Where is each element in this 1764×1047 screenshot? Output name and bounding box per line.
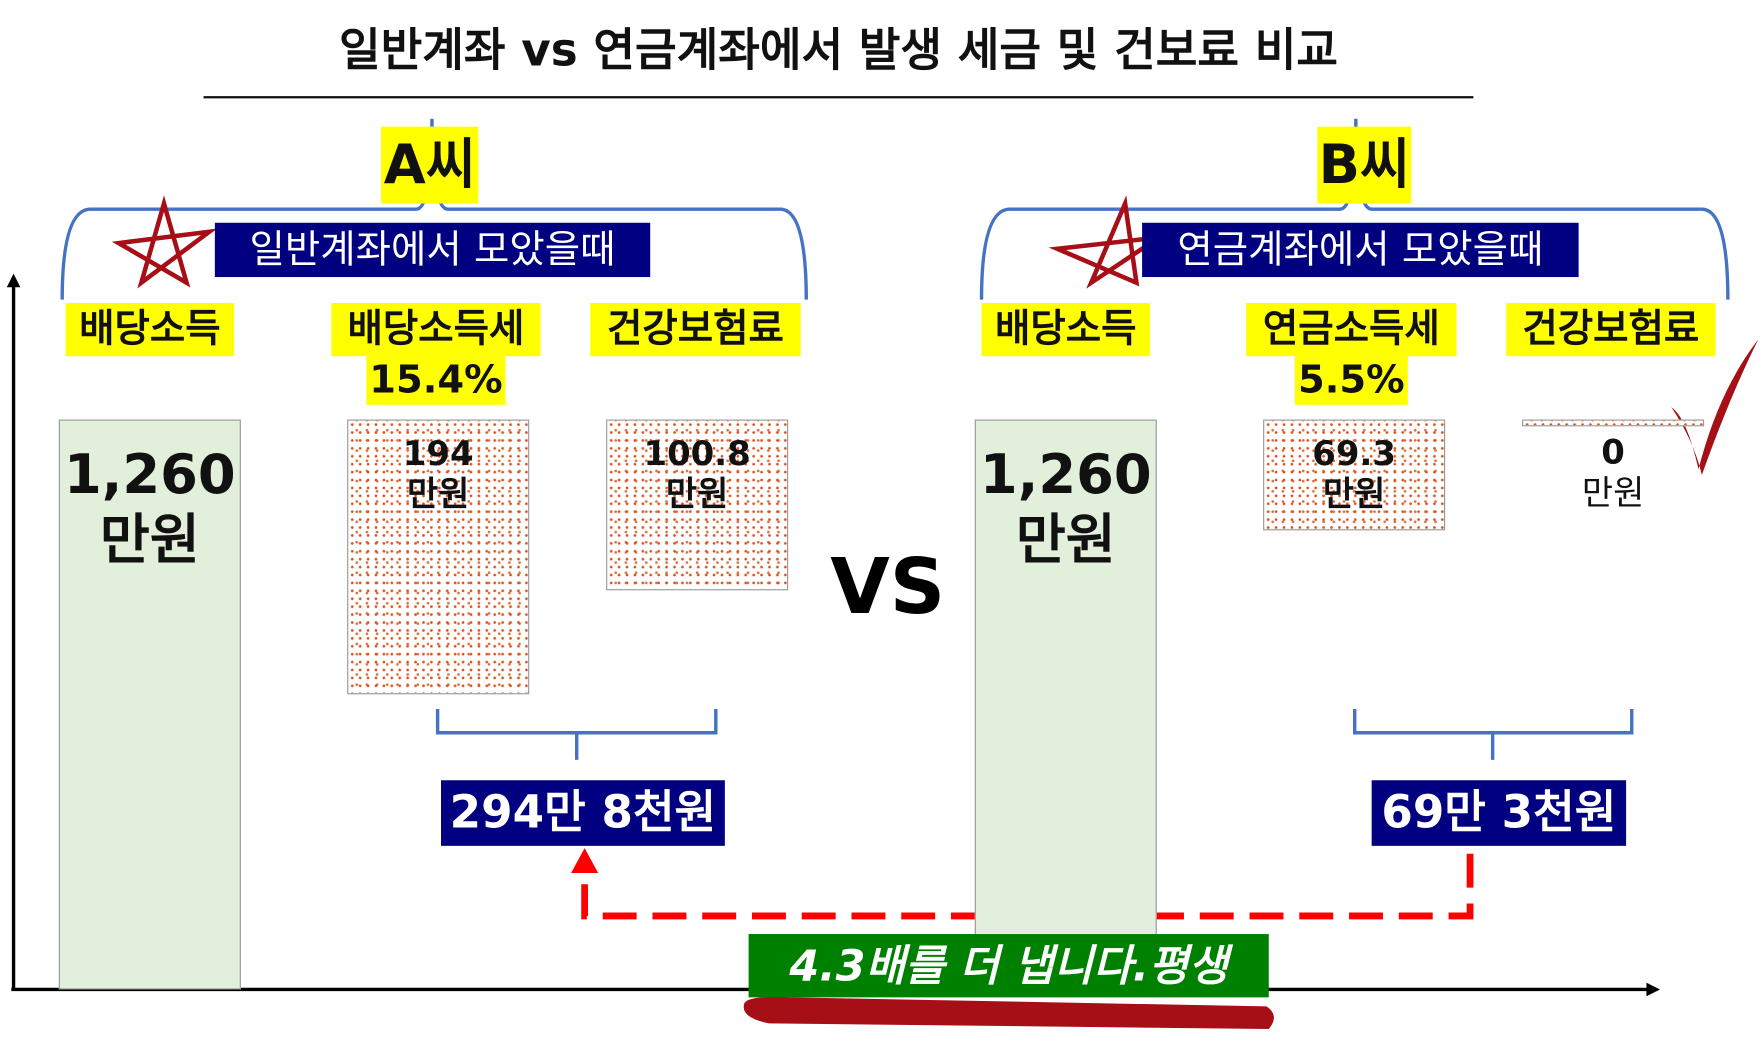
person-b-label: B씨: [1317, 126, 1412, 204]
a-tax-box: 194 만원: [347, 419, 530, 695]
b-income-label: 배당소득: [981, 303, 1151, 357]
a-tax-name: 배당소득세: [331, 303, 541, 357]
arrow-head: [571, 848, 599, 873]
a-health-amount: 100.8: [643, 434, 751, 474]
a-health-box: 100.8 만원: [606, 419, 789, 591]
person-a-label: A씨: [381, 126, 479, 204]
x-axis-arrow: [1646, 982, 1661, 997]
person-a-account-label: 일반계좌에서 모았을때: [214, 222, 651, 278]
a-health-label: 건강보험료: [590, 303, 801, 357]
brace-b: [979, 118, 1730, 300]
b-tax-box: 69.3 만원: [1263, 419, 1446, 531]
b-health-value: 0 만원: [1522, 433, 1704, 514]
a-income-unit: 만원: [99, 508, 200, 572]
y-axis-arrow: [6, 273, 21, 288]
a-tax-unit: 만원: [406, 474, 470, 515]
b-health-box: [1522, 419, 1705, 427]
star-icon-a: [111, 195, 218, 289]
b-tax-unit: 만원: [1322, 474, 1386, 515]
b-tax-amount: 69.3: [1312, 434, 1396, 474]
b-tax-rate: 5.5%: [1294, 356, 1409, 405]
b-health-amount: 0: [1601, 433, 1625, 473]
b-tax-label: 연금소득세 5.5%: [1246, 303, 1457, 405]
b-income-amount: 1,260: [979, 443, 1152, 507]
brace-a-total: [435, 709, 718, 760]
person-b-account-label: 연금계좌에서 모았을때: [1142, 222, 1579, 278]
brace-a: [60, 118, 808, 300]
b-income-bar: 1,260 만원: [974, 419, 1157, 990]
conclusion-label: 4.3배를 더 냅니다.평생: [748, 934, 1269, 998]
a-tax-rate: 15.4%: [365, 356, 507, 405]
b-health-unit: 만원: [1581, 473, 1645, 514]
a-income-bar: 1,260 만원: [58, 419, 241, 990]
a-tax-amount: 194: [402, 434, 474, 474]
brace-b-total: [1353, 709, 1634, 760]
a-income-amount: 1,260: [63, 443, 236, 507]
a-health-unit: 만원: [665, 474, 729, 515]
b-tax-name: 연금소득세: [1246, 303, 1457, 357]
page-title: 일반계좌 vs 연금계좌에서 발생 세금 및 건보료 비교: [339, 24, 1338, 77]
checkmark-icon: [1671, 339, 1759, 475]
a-tax-label: 배당소득세 15.4%: [331, 303, 541, 405]
b-health-label: 건강보험료: [1506, 303, 1716, 357]
underline-swoosh: [743, 996, 1274, 1030]
star-icon-b: [1048, 195, 1161, 289]
vs-label: VS: [830, 542, 946, 633]
a-income-label: 배당소득: [65, 303, 235, 357]
b-total: 69만 3천원: [1371, 780, 1627, 846]
b-income-unit: 만원: [1015, 508, 1116, 572]
a-total: 294만 8천원: [441, 780, 725, 846]
